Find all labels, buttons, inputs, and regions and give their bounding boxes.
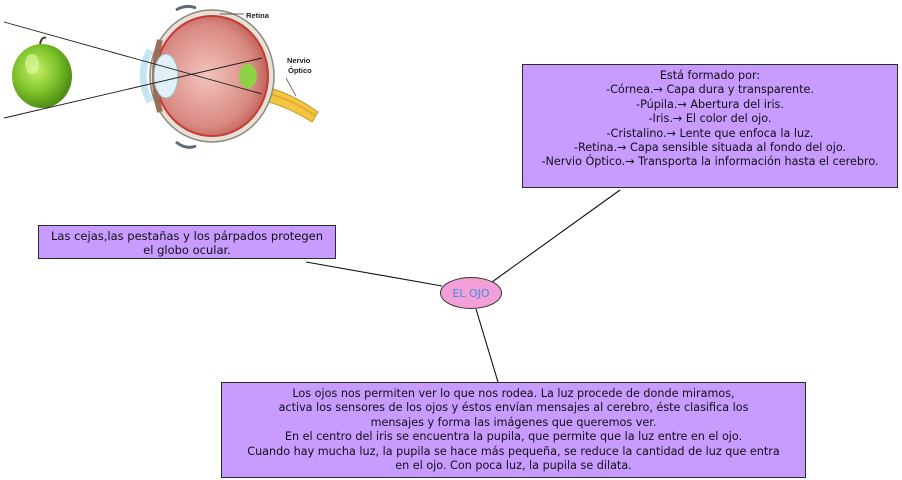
- structure-line: Está formado por:: [659, 69, 761, 82]
- eye-anatomy-illustration: Retina Nervio Óptico: [3, 4, 319, 149]
- protection-line: Las cejas,las pestañas y los párpados pr…: [51, 229, 323, 243]
- center-node-label: EL OJO: [452, 286, 490, 300]
- structure-info-box: Está formado por: -Córnea.→ Capa dura y …: [522, 64, 898, 188]
- protection-line: el globo ocular.: [143, 243, 231, 258]
- light-rays: [3, 21, 263, 119]
- center-node-el-ojo[interactable]: EL OJO: [440, 277, 502, 309]
- function-line: en el ojo. Con poca luz, la pupila se di…: [395, 459, 632, 473]
- structure-line: -Córnea.→ Capa dura y transparente.: [606, 83, 814, 97]
- optic-nerve-label-line1: Nervio: [287, 56, 311, 65]
- retina-label: Retina: [246, 11, 270, 20]
- structure-line: -Nervio Óptico.→ Transporta la informaci…: [541, 155, 879, 169]
- function-line: Los ojos nos permiten ver lo que nos rod…: [292, 387, 735, 400]
- function-line: En el centro del iris se encuentra la pu…: [284, 430, 743, 444]
- structure-line: -Cristalino.→ Lente que enfoca la luz.: [606, 126, 814, 140]
- structure-line: -Púpila.→ Abertura del iris.: [636, 97, 784, 111]
- function-info-box: Los ojos nos permiten ver lo que nos rod…: [221, 382, 806, 478]
- optic-nerve-label-line2: Óptico: [288, 66, 312, 75]
- function-line: Cuando hay mucha luz, la pupila se hace …: [247, 444, 780, 458]
- function-line: mensajes y forma las imágenes que querem…: [370, 415, 657, 429]
- connector-to-protection: [305, 261, 443, 287]
- connector-to-structure: [491, 189, 621, 283]
- eyeball: [139, 4, 275, 149]
- connector-to-function: [475, 308, 499, 383]
- structure-line: -Retina.→ Capa sensible situada al fondo…: [573, 141, 847, 155]
- function-line: activa los sensores de los ojos y éstos …: [278, 401, 749, 415]
- apple-image: [12, 36, 72, 108]
- structure-line: -Iris.→ El color del ojo.: [648, 112, 772, 126]
- protection-info-box: Las cejas,las pestañas y los párpados pr…: [38, 225, 336, 259]
